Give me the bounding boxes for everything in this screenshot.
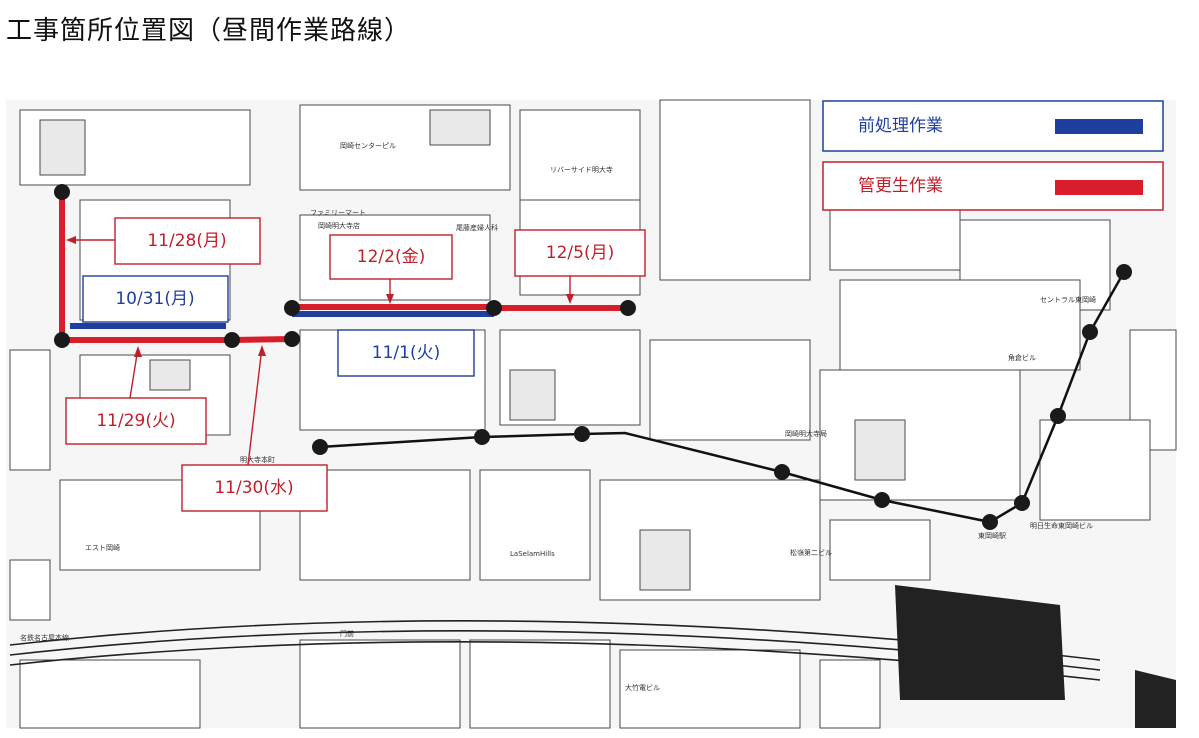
- legend-renewal-swatch: [1055, 180, 1143, 195]
- legend-renewal-label: 管更生作業: [858, 176, 943, 196]
- route-node: [284, 331, 300, 347]
- map-label: 角倉ビル: [1008, 353, 1036, 362]
- legend-pretreatment-swatch: [1055, 119, 1143, 134]
- map-label: セントラル東岡崎: [1040, 295, 1096, 304]
- route-node: [54, 184, 70, 200]
- callout-label-1130: 11/30(水): [214, 478, 293, 498]
- route-node: [486, 300, 502, 316]
- map-label: 大竹電ビル: [625, 683, 660, 692]
- map-label: 岡崎センターピル: [340, 141, 396, 150]
- callout-label-1031: 10/31(月): [115, 289, 194, 309]
- map-label: 東岡崎駅: [978, 531, 1006, 540]
- route-node: [774, 464, 790, 480]
- route-node: [982, 514, 998, 530]
- route-node: [1116, 264, 1132, 280]
- map-label: 門前: [340, 629, 354, 638]
- callout-arrows: [66, 236, 574, 466]
- route-node: [1082, 324, 1098, 340]
- map-label: 明日生命東岡崎ビル: [1030, 521, 1093, 530]
- route-node: [1014, 495, 1030, 511]
- callout-label-1101: 11/1(火): [372, 343, 440, 363]
- route-node: [224, 332, 240, 348]
- callout-1128: 11/28(月): [114, 217, 261, 265]
- map-label: 岡崎明大寺局: [785, 429, 827, 438]
- route-nodes: [54, 184, 1132, 530]
- map-label: 尾藤産婦人科: [456, 223, 498, 232]
- arrow-1130: [247, 346, 263, 466]
- route-node: [574, 426, 590, 442]
- arrow-head: [386, 294, 394, 304]
- page-title: 工事箇所位置図（昼間作業路線）: [6, 16, 412, 46]
- callout-label-1202: 12/2(金): [357, 247, 425, 267]
- callout-1130: 11/30(水): [181, 464, 328, 512]
- route-node: [312, 439, 328, 455]
- arrow-head: [66, 236, 76, 244]
- arrow-head: [566, 294, 574, 304]
- legend: 前処理作業 管更生作業: [822, 100, 1164, 211]
- callout-label-1129: 11/29(火): [96, 411, 175, 431]
- map-label: 明大寺本町: [240, 455, 275, 464]
- route-node: [54, 332, 70, 348]
- railway: [9, 620, 1101, 681]
- callout-1129: 11/29(火): [65, 397, 207, 445]
- arrow-head: [258, 345, 266, 356]
- route-node: [284, 300, 300, 316]
- map-label: LaSelamHills: [510, 550, 555, 558]
- map-label: ファミリーマート: [310, 209, 366, 217]
- route-node: [1050, 408, 1066, 424]
- callout-1202: 12/2(金): [329, 234, 453, 280]
- route-red-1130: [231, 336, 293, 343]
- map-label: 岡崎明大寺店: [318, 221, 360, 230]
- legend-pretreatment-label: 前処理作業: [858, 116, 943, 136]
- callout-label-1205: 12/5(月): [546, 243, 614, 263]
- route-node: [474, 429, 490, 445]
- map-label: エスト岡崎: [85, 543, 120, 552]
- callout-1031: 10/31(月): [82, 275, 229, 323]
- map-labels: 岡崎センターピル リバーサイド明大寺 ファミリーマート 岡崎明大寺店 尾藤産婦人…: [20, 141, 1096, 692]
- callout-1205: 12/5(月): [514, 229, 646, 277]
- map-label: リバーサイド明大寺: [550, 165, 613, 174]
- legend-pretreatment: 前処理作業: [822, 100, 1164, 152]
- map-label: 名鉄名古屋本線: [20, 633, 69, 642]
- arrow-head: [134, 346, 142, 357]
- callout-label-1128: 11/28(月): [147, 231, 226, 251]
- legend-renewal: 管更生作業: [822, 161, 1164, 211]
- route-node: [620, 300, 636, 316]
- route-node: [874, 492, 890, 508]
- map-label: 松嶺第二ビル: [790, 548, 832, 557]
- station-building-east: [1135, 670, 1176, 728]
- callout-1101: 11/1(火): [337, 329, 475, 377]
